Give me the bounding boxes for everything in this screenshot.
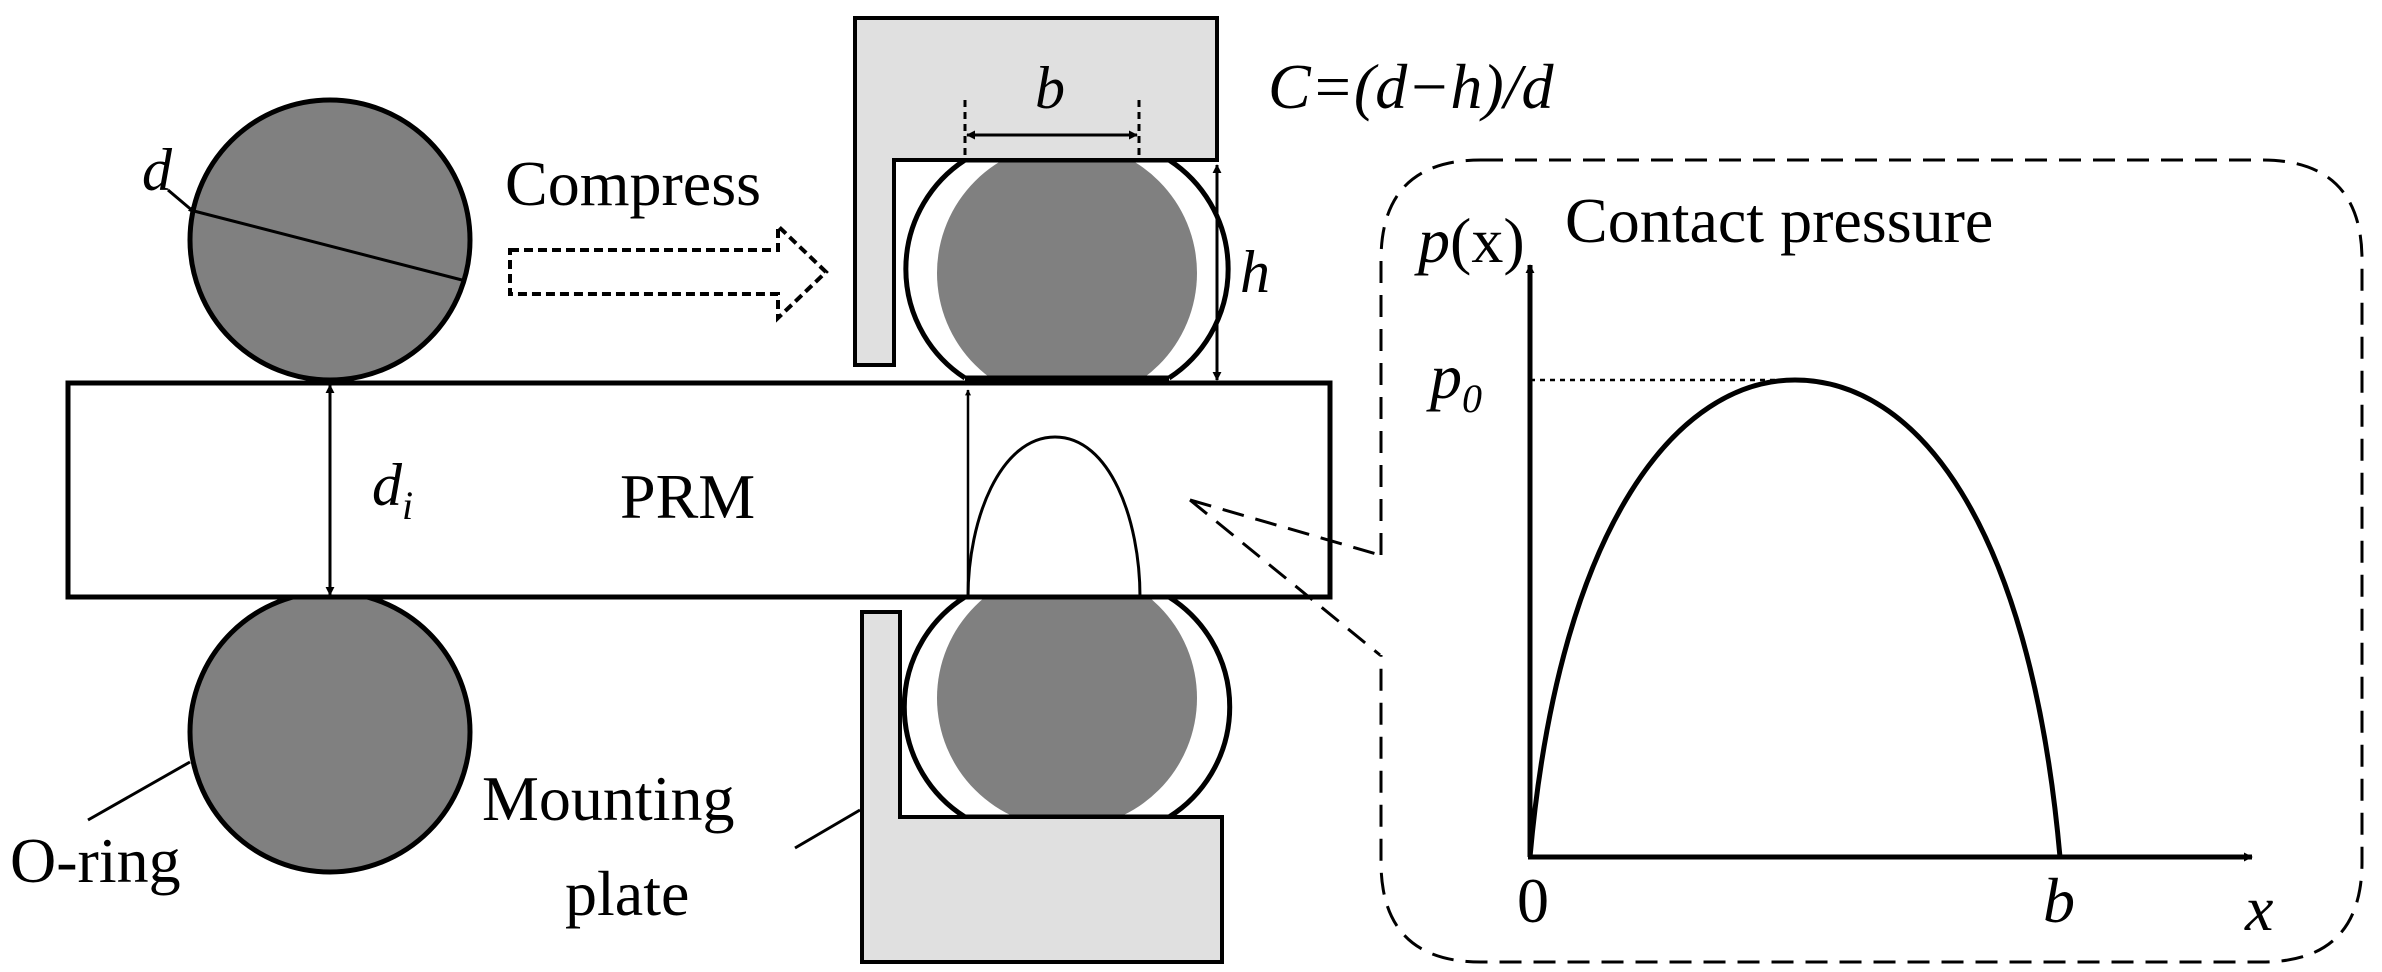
label-compress: Compress: [505, 148, 761, 219]
compression-formula: C=(d−h)/d: [1268, 51, 1554, 122]
contact-pressure-curve: [1527, 377, 2063, 858]
oring-bottom-compressed: [901, 594, 1233, 820]
oring-leader: [87, 760, 191, 822]
chart-origin-label: 0: [1517, 865, 1549, 936]
label-prm: PRM: [620, 461, 755, 532]
oring-top-compressed: [903, 157, 1231, 381]
mounting-plate-top: [853, 16, 1219, 367]
oring-bottom-left: [187, 589, 473, 875]
small-pressure-curve: [966, 435, 1142, 598]
label-h: h: [1240, 239, 1270, 305]
label-mounting: Mounting: [482, 763, 734, 834]
label-b-top: b: [1035, 55, 1065, 121]
mounting-leader: [794, 808, 861, 850]
diameter-pointer: [167, 188, 195, 214]
zoom-callout-box: [1379, 158, 2364, 964]
label-d: d: [142, 137, 173, 203]
chart-b-tick: b: [2043, 865, 2075, 936]
label-plate: plate: [565, 858, 689, 929]
compress-arrow: [508, 221, 829, 323]
label-oring: O-ring: [10, 825, 181, 896]
chart-xlabel: x: [2244, 873, 2273, 944]
mounting-plate-bottom: [860, 610, 1224, 964]
label-di: di: [372, 452, 413, 528]
chart-p0-label: p0: [1426, 341, 1482, 421]
oring-top-left: [187, 97, 473, 383]
diameter-line: [189, 208, 463, 282]
chart-ylabel: p(x): [1414, 205, 1525, 276]
zoom-leader-lower: [1189, 498, 1381, 657]
chart-title: Contact pressure: [1565, 185, 1993, 256]
